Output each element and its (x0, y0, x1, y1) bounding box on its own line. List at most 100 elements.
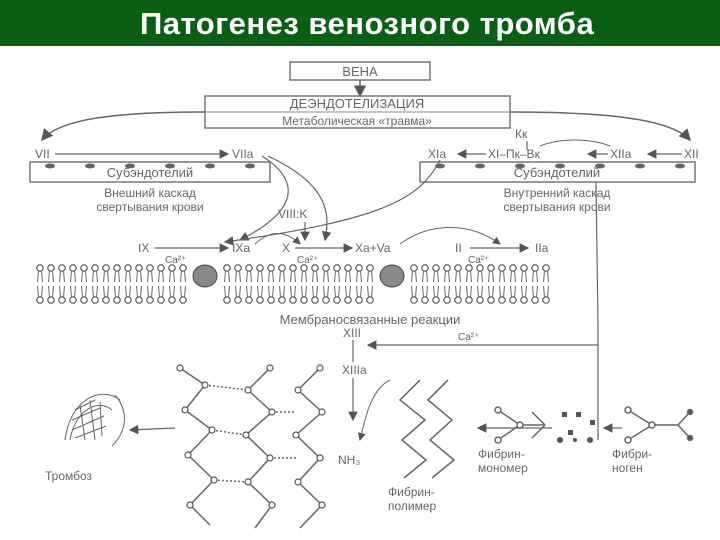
lipid-head (432, 264, 440, 272)
lipid-head (69, 264, 77, 272)
lipid-tail (411, 285, 417, 298)
lipid-tail (488, 270, 494, 283)
lipid-tail (323, 270, 329, 283)
lipid-head (113, 296, 121, 304)
lipid-head (256, 264, 264, 272)
lipid-tail (169, 285, 175, 298)
lipid-tail (466, 285, 472, 298)
lipid-head (366, 296, 374, 304)
lipid-tail (246, 285, 252, 298)
lipid-tail (334, 270, 340, 283)
lipid-head (542, 296, 550, 304)
lipid-tail (312, 270, 318, 283)
intrinsic-cascade-2: свертывания крови (503, 200, 610, 214)
lipid-head (311, 264, 319, 272)
lipid-head (410, 296, 418, 304)
title-bar: Патогенез венозного тромба (0, 0, 720, 46)
lipid-tail (81, 285, 87, 298)
lipid-head (36, 296, 44, 304)
lipid-tail (224, 270, 230, 283)
lipid-tail (466, 270, 472, 283)
lipid-tail (345, 270, 351, 283)
lipid-tail (367, 285, 373, 298)
lipid-head (333, 296, 341, 304)
lipid-head (322, 296, 330, 304)
lipid-tail (455, 285, 461, 298)
lipid-tail (477, 270, 483, 283)
lipid-tail (521, 270, 527, 283)
lipid-head (498, 264, 506, 272)
intrinsic-cascade-1: Внутренний каскад (504, 186, 611, 200)
factor-xiia: XIIa (610, 147, 632, 161)
lipid-tail (169, 270, 175, 283)
lipid-tail (136, 285, 142, 298)
lipid-head (509, 296, 517, 304)
lipid-tail (59, 270, 65, 283)
lipid-head (256, 296, 264, 304)
lipid-tail (92, 270, 98, 283)
lipid-tail (433, 270, 439, 283)
trauma-label: Метаболическая «травма» (282, 114, 432, 128)
fibrin-monomer-2: мономер (478, 461, 528, 475)
extrinsic-cascade-1: Внешний каскад (104, 186, 196, 200)
lipid-tail (37, 285, 43, 298)
lipid-tail (147, 285, 153, 298)
lipid-tail (499, 270, 505, 283)
lipid-head (300, 264, 308, 272)
lipid-head (124, 296, 132, 304)
lipid-head (168, 296, 176, 304)
lipid-tail (422, 270, 428, 283)
thrombus-sketch (64, 393, 125, 447)
subendothelium-right: Субэндотелий (514, 165, 600, 180)
lipid-head (278, 264, 286, 272)
lipid-tail (323, 285, 329, 298)
lipid-tail (444, 270, 450, 283)
lipid-head (234, 296, 242, 304)
lipid-head (179, 296, 187, 304)
lipid-tail (136, 270, 142, 283)
lipid-tail (444, 285, 450, 298)
calcium-4: Ca²⁺ (458, 332, 479, 343)
lipid-head (476, 264, 484, 272)
lipid-head (146, 264, 154, 272)
lipid-head (542, 264, 550, 272)
lipid-tail (290, 285, 296, 298)
lipid-tail (543, 270, 549, 283)
lipid-tail (125, 270, 131, 283)
lipid-tail (48, 270, 54, 283)
lipid-tail (70, 270, 76, 283)
lipid-head (124, 264, 132, 272)
factor-xii: XII (684, 147, 699, 161)
lipid-head (157, 264, 165, 272)
membrane-reactions-label: Мембраносвязанные реакции (280, 312, 461, 327)
lipid-tail (48, 285, 54, 298)
lipid-head (311, 296, 319, 304)
lipid-head (520, 264, 528, 272)
fibrin-polymer-1: Фибрин- (388, 485, 435, 499)
lipid-tail (301, 270, 307, 283)
lipid-head (47, 296, 55, 304)
lipid-head (410, 264, 418, 272)
factor-x: X (282, 241, 290, 255)
lipid-tail (433, 285, 439, 298)
lipid-tail (422, 285, 428, 298)
subendothelium-left-box (29, 161, 271, 183)
lipid-tail (180, 270, 186, 283)
factor-xi-chain: XI–Пк–Вк (488, 147, 541, 161)
lipid-head (102, 264, 110, 272)
lipid-tail (158, 285, 164, 298)
lipid-tail (246, 270, 252, 283)
lipid-tail (345, 285, 351, 298)
lipid-head (113, 264, 121, 272)
lipid-head (223, 264, 231, 272)
lipid-tail (235, 285, 241, 298)
lipid-head (322, 264, 330, 272)
factor-viiik: VIII:K (278, 207, 307, 221)
lipid-head (58, 296, 66, 304)
fibrinogen-1: Фибри- (612, 447, 652, 461)
lipid-tail (180, 285, 186, 298)
lipid-head (454, 264, 462, 272)
lipid-tail (499, 285, 505, 298)
lipid-head (267, 296, 275, 304)
lipid-head (355, 296, 363, 304)
